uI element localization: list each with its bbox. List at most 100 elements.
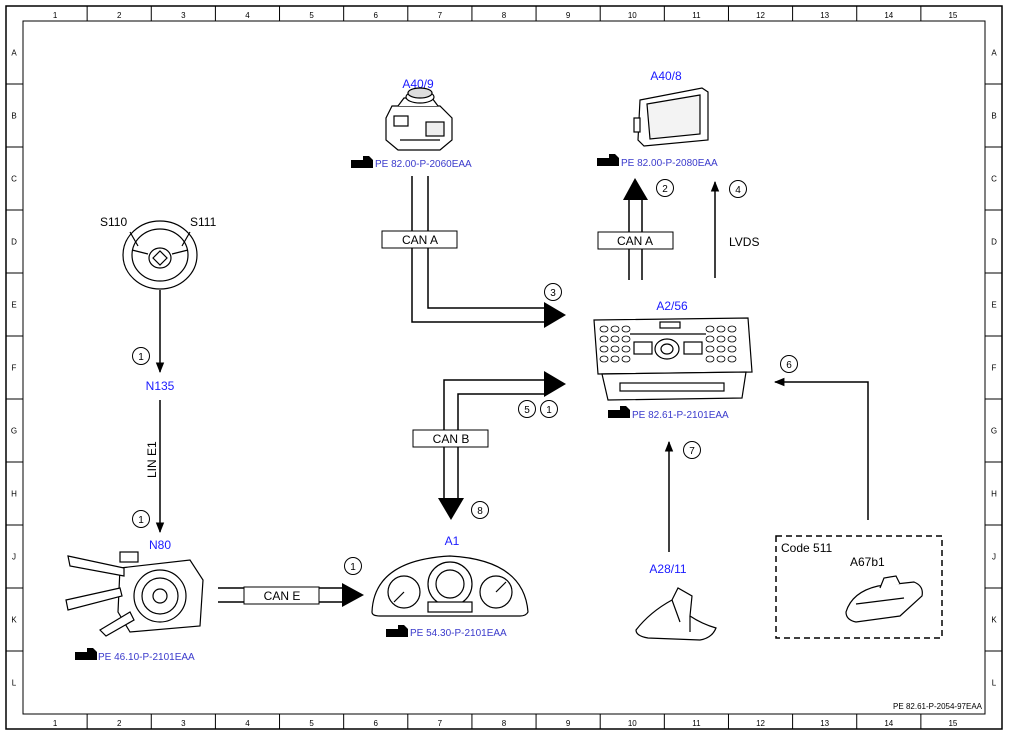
svg-text:1: 1 — [546, 405, 552, 416]
row-label: A — [11, 49, 17, 58]
can-a-right-box — [597, 231, 674, 250]
a1-label: A1 — [445, 534, 460, 548]
column-label: 15 — [948, 719, 957, 728]
svg-text:1: 1 — [350, 562, 356, 573]
column-label: 10 — [628, 11, 637, 20]
marker-1-n80: 1 — [132, 510, 150, 528]
row-label: G — [11, 427, 17, 436]
antenna-a28-11: A28/11 — [635, 562, 717, 641]
row-label: G — [991, 427, 997, 436]
a2-56-label: A2/56 — [656, 299, 688, 313]
row-label: K — [991, 616, 997, 625]
column-label: 2 — [117, 719, 122, 728]
column-label: 5 — [309, 11, 314, 20]
column-label: 6 — [374, 719, 379, 728]
a2-56-ref: PE 82.61-P-2101EAA — [632, 410, 729, 421]
marker-7: 7 — [683, 441, 701, 459]
shark-fin-antenna-icon — [635, 587, 717, 641]
lvds-text: LVDS — [729, 235, 759, 249]
column-label: 14 — [884, 719, 893, 728]
column-label: 10 — [628, 719, 637, 728]
a40-9-ref: PE 82.00-P-2060EAA — [375, 159, 472, 170]
column-label: 14 — [884, 11, 893, 20]
marker-1-a1: 1 — [344, 557, 362, 575]
row-label: K — [11, 616, 17, 625]
n135-label: N135 — [146, 379, 175, 393]
svg-text:7: 7 — [689, 446, 695, 457]
row-label: H — [11, 490, 17, 499]
row-label: L — [992, 679, 997, 688]
column-ticks — [86, 6, 922, 729]
can-a-left-line — [411, 176, 547, 323]
svg-text:1: 1 — [138, 515, 144, 526]
svg-text:1: 1 — [138, 352, 144, 363]
column-label: 5 — [309, 719, 314, 728]
hand-pointer-icon — [351, 156, 373, 168]
hand-pointer-icon — [386, 625, 408, 637]
can-e-text: CAN E — [264, 589, 301, 603]
column-label: 9 — [566, 11, 571, 20]
column-label: 13 — [820, 719, 829, 728]
column-label: 7 — [438, 11, 443, 20]
row-label: A — [991, 49, 997, 58]
can-b-arrowhead-right — [544, 371, 566, 397]
svg-text:2: 2 — [662, 184, 668, 195]
column-label: 2 — [117, 11, 122, 20]
row-label: B — [991, 112, 996, 121]
instrument-cluster-icon — [371, 555, 529, 617]
svg-text:3: 3 — [550, 288, 556, 299]
row-label: D — [991, 238, 997, 247]
hand-pointer-icon — [597, 154, 619, 166]
code-511-label: Code 511 — [781, 541, 832, 555]
svg-text:8: 8 — [477, 506, 483, 517]
row-label: J — [992, 553, 996, 562]
column-label: 11 — [692, 11, 701, 20]
steering-wheel-icon — [122, 220, 198, 290]
column-label: 3 — [181, 11, 186, 20]
marker-5: 5 — [518, 400, 536, 418]
column-label: 1 — [53, 11, 58, 20]
row-label: F — [992, 364, 997, 373]
column-label: 9 — [566, 719, 571, 728]
s111-label: S111 — [190, 215, 217, 229]
can-e-box — [243, 586, 320, 605]
row-label: B — [11, 112, 16, 121]
marker-3: 3 — [544, 283, 562, 301]
row-label: E — [11, 301, 16, 310]
display-icon — [633, 87, 709, 147]
a40-9-label: A40/9 — [402, 77, 434, 91]
head-unit-buttons — [599, 325, 737, 363]
row-label: D — [11, 238, 17, 247]
column-label: 1 — [53, 719, 58, 728]
row-ticks — [6, 83, 1002, 652]
display-a40-8: A40/8 PE 82.00-P-2080EAA — [597, 69, 718, 169]
head-unit-a2-56: A2/56 PE 82.61-P-2101EAA — [593, 299, 753, 421]
can-b-line — [443, 379, 547, 500]
column-label: 12 — [756, 719, 765, 728]
can-b-arrowhead-down — [438, 498, 464, 520]
row-label: J — [12, 553, 16, 562]
can-a-right-text: CAN A — [617, 234, 653, 248]
svg-text:6: 6 — [786, 360, 792, 371]
a40-8-label: A40/8 — [650, 69, 682, 83]
n80-label: N80 — [149, 538, 171, 552]
column-label: 6 — [374, 11, 379, 20]
column-labels: 1122334455667788991010111112121313141415… — [53, 11, 958, 728]
marker-2: 2 — [656, 179, 674, 197]
controller-knob-icon — [385, 87, 453, 151]
row-label: L — [12, 679, 17, 688]
inner-frame — [22, 20, 986, 715]
a1-ref: PE 54.30-P-2101EAA — [410, 628, 507, 639]
column-label: 11 — [692, 719, 701, 728]
svg-text:5: 5 — [524, 405, 530, 416]
instrument-cluster-a1: A1 PE 54.30-P-2101EAA — [371, 534, 529, 639]
row-label: C — [11, 175, 17, 184]
svg-text:4: 4 — [735, 185, 741, 196]
column-label: 12 — [756, 11, 765, 20]
controller-a40-9: A40/9 PE 82.00-P-2060EAA — [351, 77, 472, 170]
marker-4: 4 — [729, 180, 747, 198]
column-label: 7 — [438, 719, 443, 728]
row-label: E — [991, 301, 996, 310]
